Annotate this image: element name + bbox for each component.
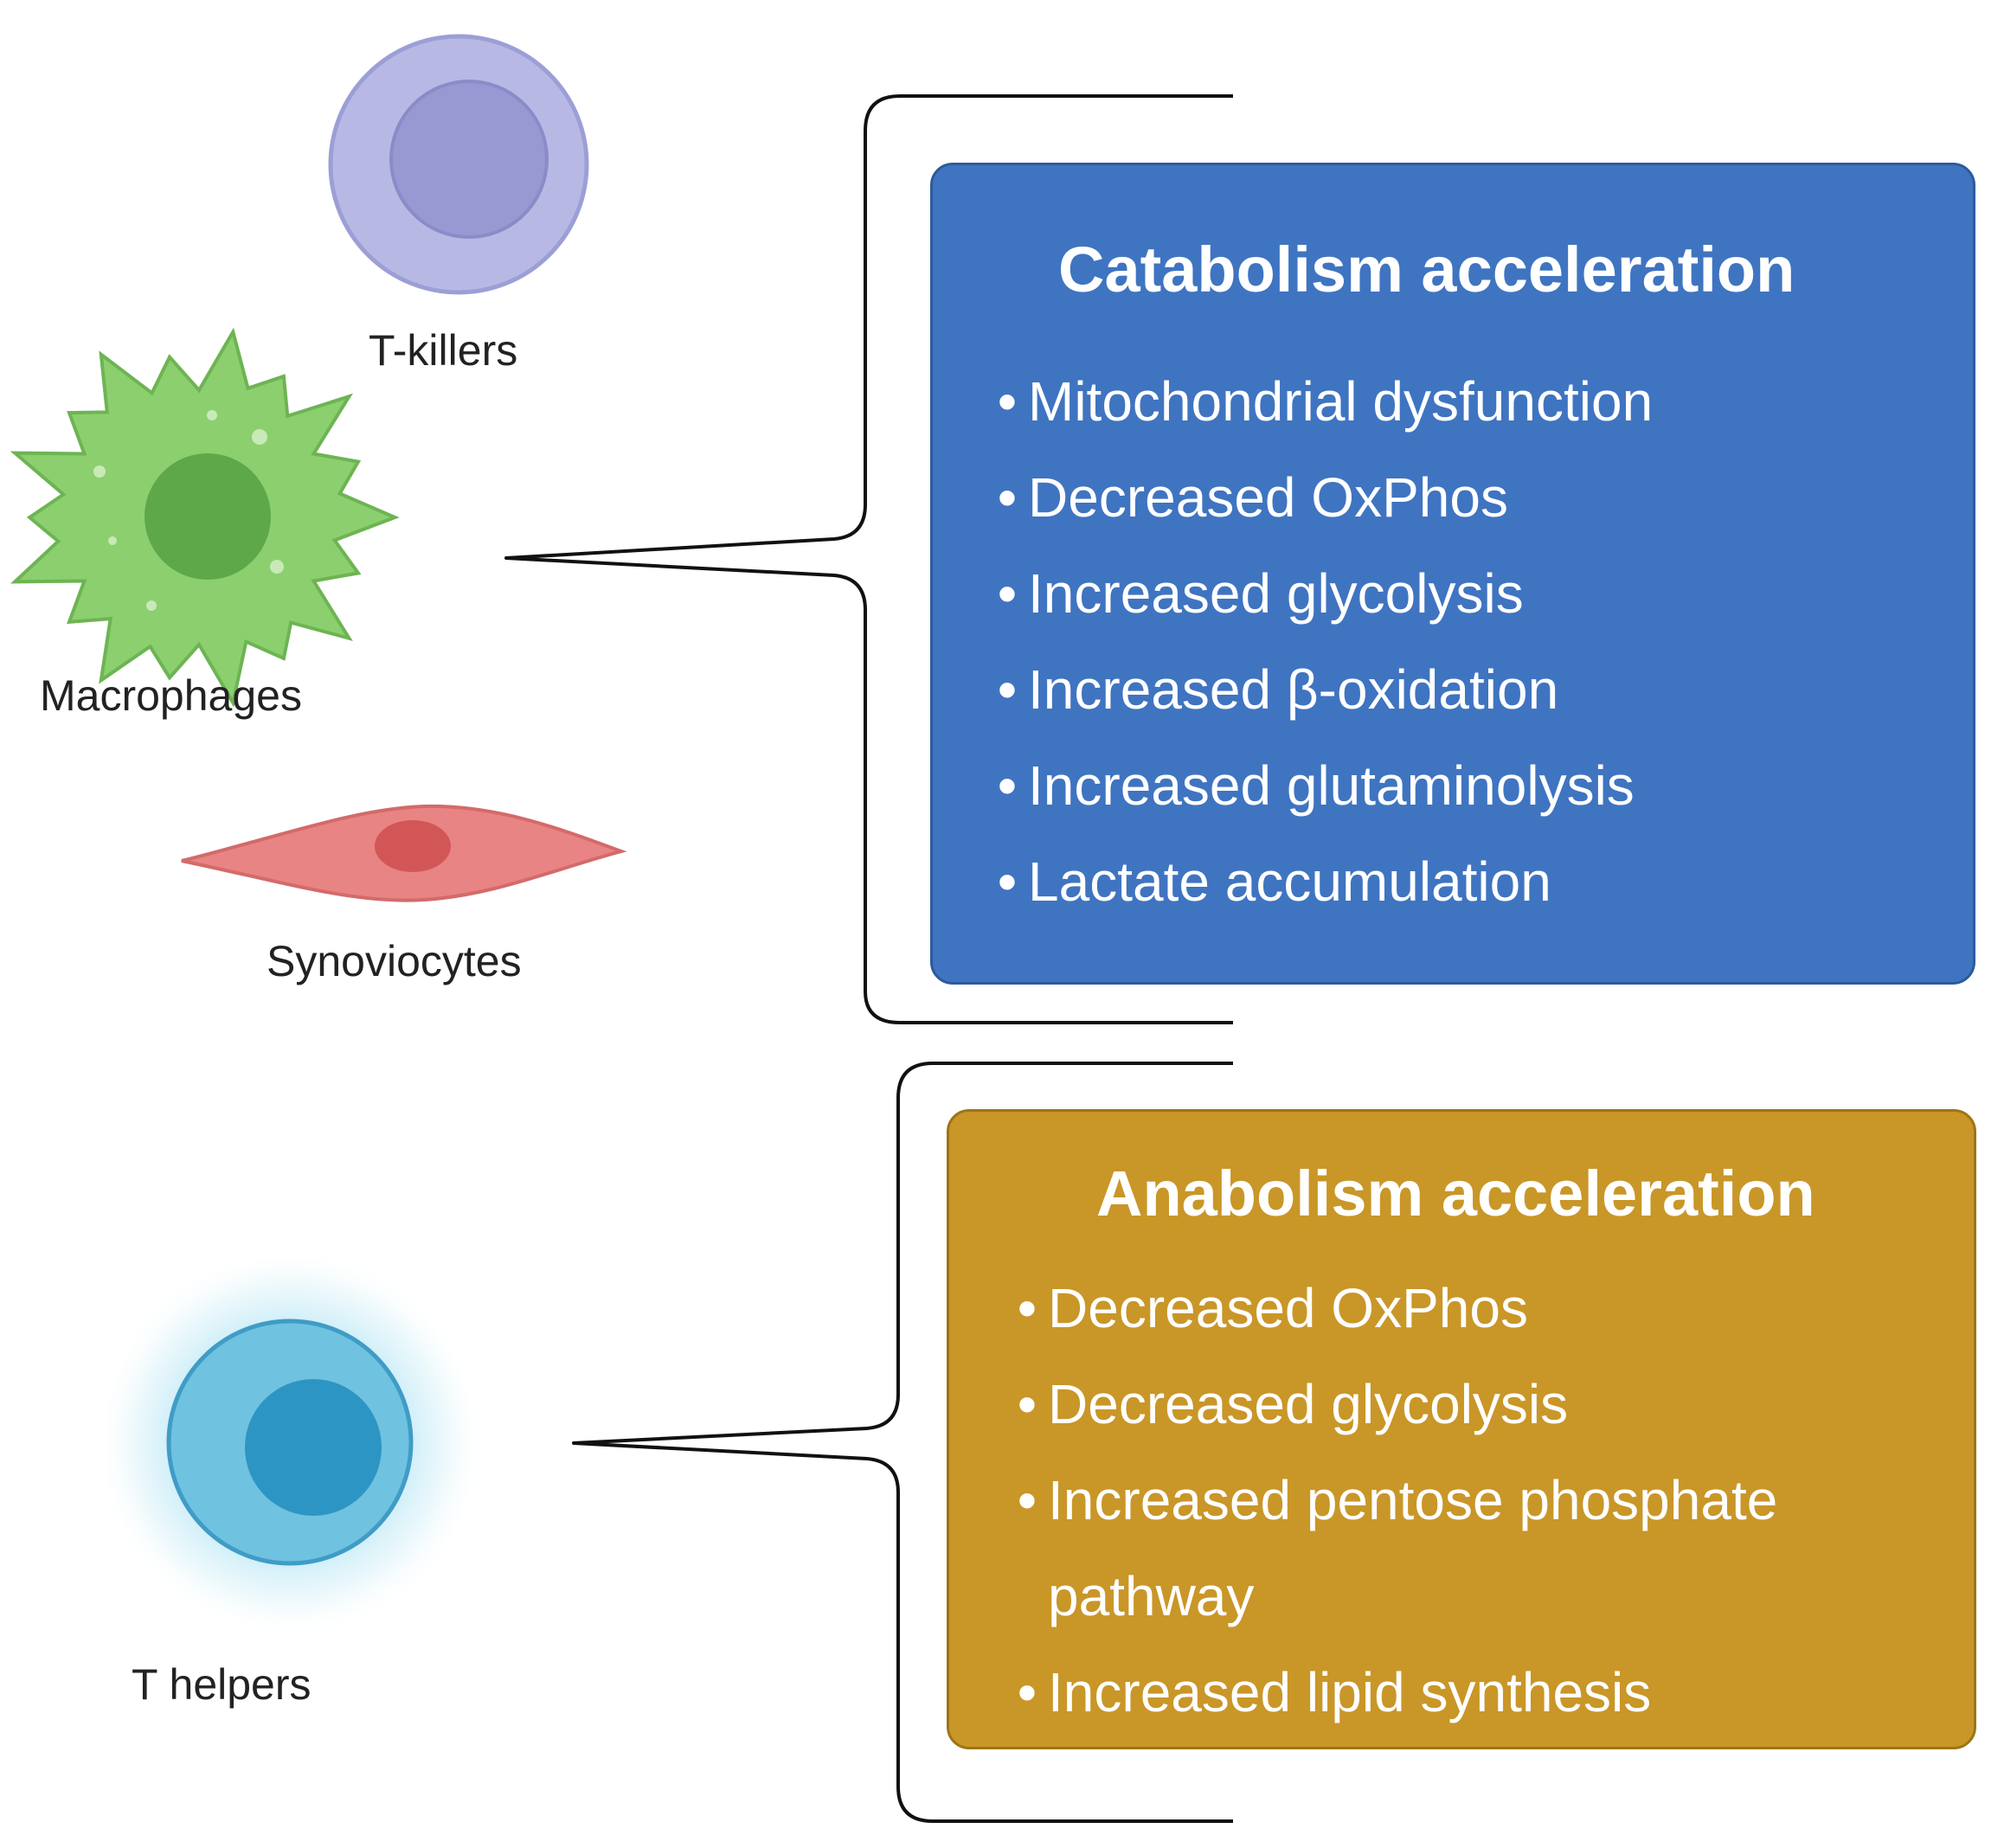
anabolism-list: •Decreased OxPhos •Decreased glycolysis …: [1006, 1261, 1949, 1741]
list-item-text: Increased glycolysis: [1028, 562, 1524, 625]
list-item-text: Decreased OxPhos: [1028, 466, 1508, 529]
list-item-text: Lactate accumulation: [1028, 850, 1551, 913]
list-item-text: Mitochondrial dysfunction: [1028, 370, 1654, 433]
list-item-text: Increased β-oxidation: [1028, 658, 1559, 721]
bullet-icon: •: [997, 370, 1018, 433]
macrophage-cell-icon: [10, 327, 400, 708]
bullet-icon: •: [1017, 1277, 1037, 1339]
anabolism-bracket: [572, 1062, 1233, 1823]
anabolism-panel: Anabolism acceleration •Decreased OxPhos…: [947, 1109, 1976, 1749]
anabolism-title: Anabolism acceleration: [1096, 1158, 1815, 1229]
list-item: •Increased lipid synthesis: [1006, 1645, 1949, 1741]
t-killers-label: T-killers: [369, 326, 518, 375]
list-item: •Increased β-oxidation: [986, 642, 1956, 738]
t-helper-cell-icon: [95, 1248, 485, 1637]
bullet-icon: •: [1017, 1661, 1037, 1723]
bullet-icon: •: [1017, 1373, 1037, 1435]
list-item-text: Increased lipid synthesis: [1048, 1661, 1652, 1723]
catabolism-list: •Mitochondrial dysfunction •Decreased Ox…: [986, 354, 1956, 930]
t-killer-cell-icon: [328, 34, 589, 295]
list-item: •Increased glutaminolysis: [986, 738, 1956, 834]
bullet-icon: •: [1017, 1469, 1037, 1531]
bullet-icon: •: [997, 658, 1018, 721]
macrophages-label: Macrophages: [40, 671, 302, 720]
list-item: •Decreased OxPhos: [1006, 1261, 1949, 1357]
catabolism-panel: Catabolism acceleration •Mitochondrial d…: [930, 163, 1975, 985]
list-item-text: Increased pentose phosphate pathway: [1048, 1469, 1778, 1627]
bullet-icon: •: [997, 562, 1018, 625]
catabolism-title: Catabolism acceleration: [1058, 234, 1795, 305]
synoviocyte-cell-icon: [181, 804, 627, 902]
list-item-text: Decreased glycolysis: [1048, 1373, 1569, 1435]
list-item-text: Increased glutaminolysis: [1028, 754, 1635, 817]
bullet-icon: •: [997, 754, 1018, 817]
list-item-text: Decreased OxPhos: [1048, 1277, 1528, 1339]
list-item: •Decreased OxPhos: [986, 450, 1956, 546]
list-item: •Increased glycolysis: [986, 546, 1956, 642]
bullet-icon: •: [997, 850, 1018, 913]
synoviocytes-label: Synoviocytes: [267, 937, 522, 985]
catabolism-bracket: [504, 94, 1233, 1024]
list-item: •Lactate accumulation: [986, 834, 1956, 930]
list-item: •Increased pentose phosphate pathway: [1006, 1453, 1949, 1645]
bullet-icon: •: [997, 466, 1018, 529]
t-helpers-label: T helpers: [132, 1660, 312, 1709]
list-item: •Mitochondrial dysfunction: [986, 354, 1956, 450]
list-item: •Decreased glycolysis: [1006, 1357, 1949, 1453]
